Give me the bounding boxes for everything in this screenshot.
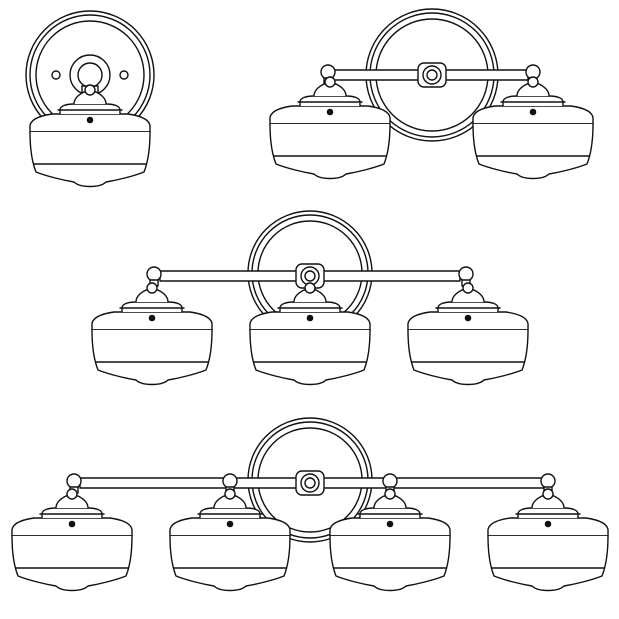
shade-4 <box>487 488 609 592</box>
shade-left <box>91 282 213 386</box>
screw-right <box>119 70 129 80</box>
backplate <box>25 10 155 140</box>
screw-left <box>51 70 61 80</box>
hub <box>295 263 325 289</box>
hub <box>417 62 447 88</box>
shade-right <box>407 282 529 386</box>
four-light-vanity <box>11 417 609 592</box>
hub <box>295 470 325 496</box>
mount-ring-inner <box>77 62 103 88</box>
three-light-vanity <box>91 210 529 386</box>
two-light-vanity <box>269 8 594 180</box>
shade-1 <box>11 488 133 592</box>
single-light-sconce <box>25 10 155 188</box>
